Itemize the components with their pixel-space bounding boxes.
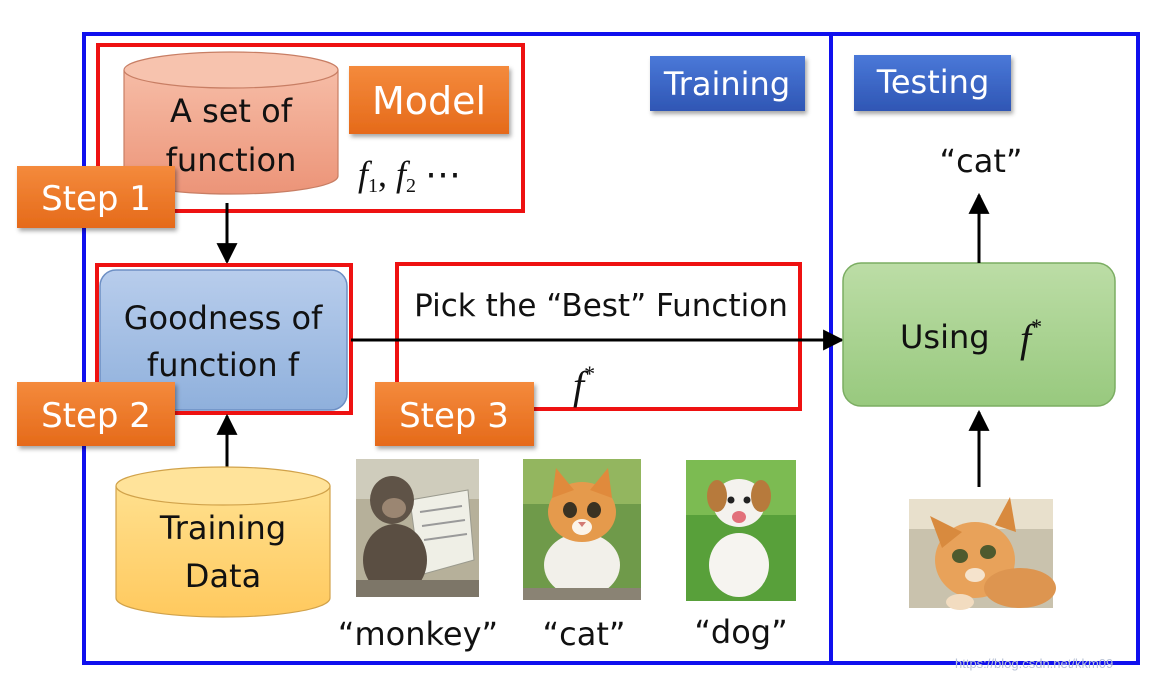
model-tag <box>349 66 509 134</box>
sample-label-dog: “dog” <box>694 613 787 651</box>
step1-tag-text: Step 1 <box>41 179 151 219</box>
testing-tag <box>854 55 1011 111</box>
sample-label-monkey: “monkey” <box>338 615 498 653</box>
goodness-line2: function f <box>147 346 300 384</box>
training-data-line1: Training <box>159 509 286 547</box>
model-cylinder-line1: A set of <box>170 92 293 130</box>
sample-label-cat: “cat” <box>543 615 626 653</box>
goodness-box <box>99 269 348 411</box>
using-word: Using <box>900 318 990 356</box>
goodness-line1: Goodness of <box>124 299 323 337</box>
output-label: “cat” <box>940 142 1023 180</box>
step2-tag-text: Step 2 <box>41 396 151 436</box>
model-cylinder-line2: function <box>166 141 297 179</box>
pick-title: Pick the “Best” Function <box>414 288 788 324</box>
training-tag <box>650 56 805 111</box>
training-data-cylinder <box>115 466 331 618</box>
step3-tag-text: Step 3 <box>399 396 509 436</box>
model-tag-text: Model <box>372 79 486 123</box>
testing-tag-text: Testing <box>876 63 990 101</box>
step1-tag <box>17 166 175 228</box>
pick-f-star: f* <box>573 361 595 408</box>
kitten-photo <box>523 459 641 600</box>
step3-tag <box>375 382 534 446</box>
model-cylinder <box>123 51 339 195</box>
model-functions: f1, f2 ⋯ <box>358 154 461 197</box>
cat-photo <box>909 497 1056 610</box>
watermark: https://blog.csdn.net/kkm09 <box>955 656 1113 671</box>
training-data-line2: Data <box>185 557 261 595</box>
puppy-photo <box>686 460 796 601</box>
pick-step-box <box>395 262 802 411</box>
model-step-box <box>96 43 525 213</box>
training-tag-text: Training <box>663 65 790 103</box>
monkey-photo <box>356 459 479 597</box>
step2-tag <box>17 382 175 446</box>
